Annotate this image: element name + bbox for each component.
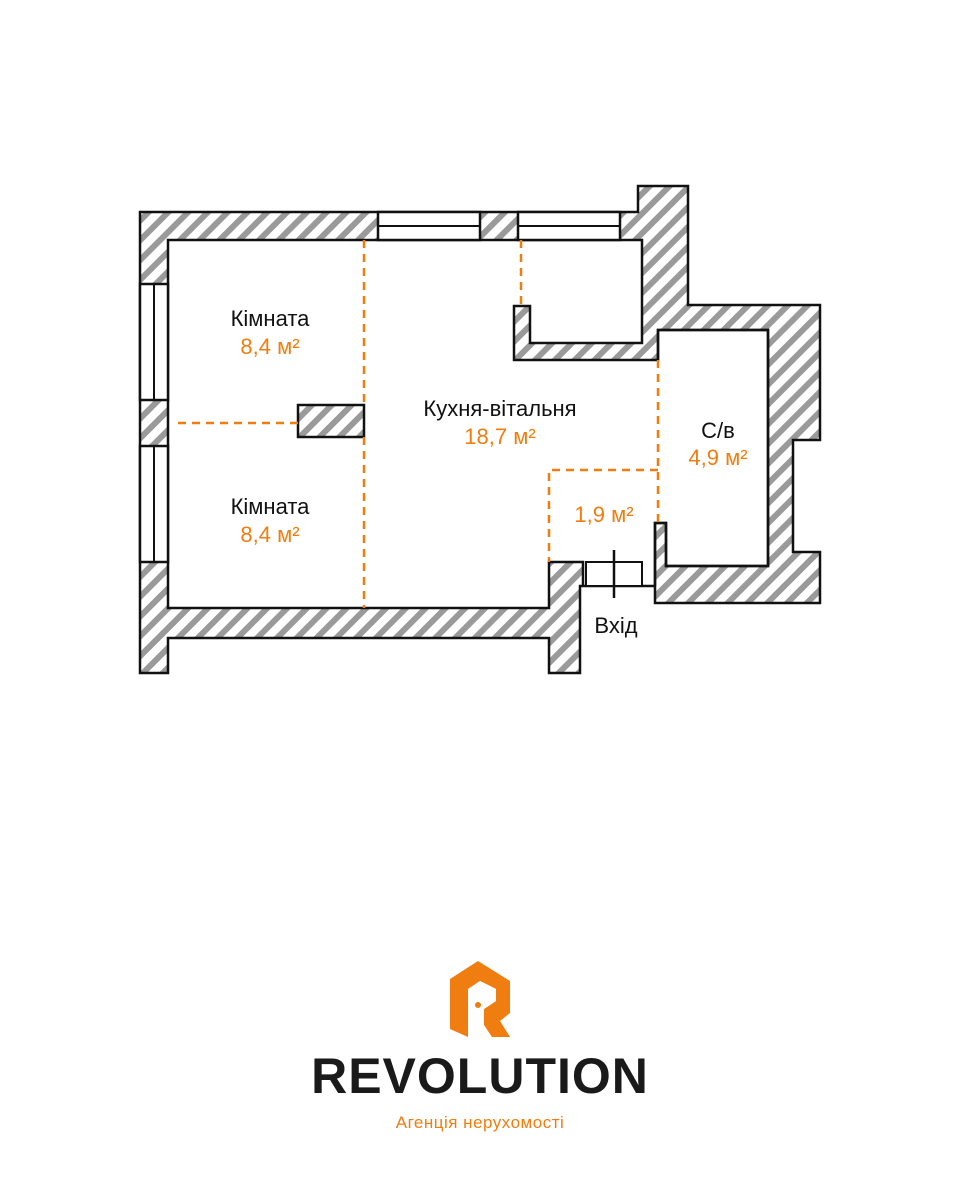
bathroom-walls <box>653 328 770 586</box>
brand-block: REVOLUTION Агенція нерухомості <box>0 955 960 1155</box>
kitchen-living-area: 18,7 м² <box>464 424 535 449</box>
window-top <box>376 210 622 242</box>
window-left <box>138 282 170 564</box>
hall-area: 1,9 м² <box>574 502 633 527</box>
room-bottom-area: 8,4 м² <box>240 522 299 547</box>
kitchen-living-name: Кухня-вітальня <box>423 396 576 421</box>
bathroom-name: С/в <box>701 418 735 443</box>
house-door-icon <box>450 961 510 1037</box>
zone-dividers <box>178 240 660 608</box>
floor-plan: Кімната 8,4 м² Кімната 8,4 м² Кухня-віта… <box>138 184 822 675</box>
entrance-door <box>585 550 643 598</box>
bathroom-area: 4,9 м² <box>688 445 747 470</box>
room-bottom-name: Кімната <box>231 494 311 519</box>
room-top-area: 8,4 м² <box>240 334 299 359</box>
brand-tagline: Агенція нерухомості <box>395 1113 565 1132</box>
entrance-label: Вхід <box>594 613 637 638</box>
brand-name: REVOLUTION <box>311 1048 649 1104</box>
room-top-name: Кімната <box>231 306 311 331</box>
pillar <box>296 403 366 439</box>
